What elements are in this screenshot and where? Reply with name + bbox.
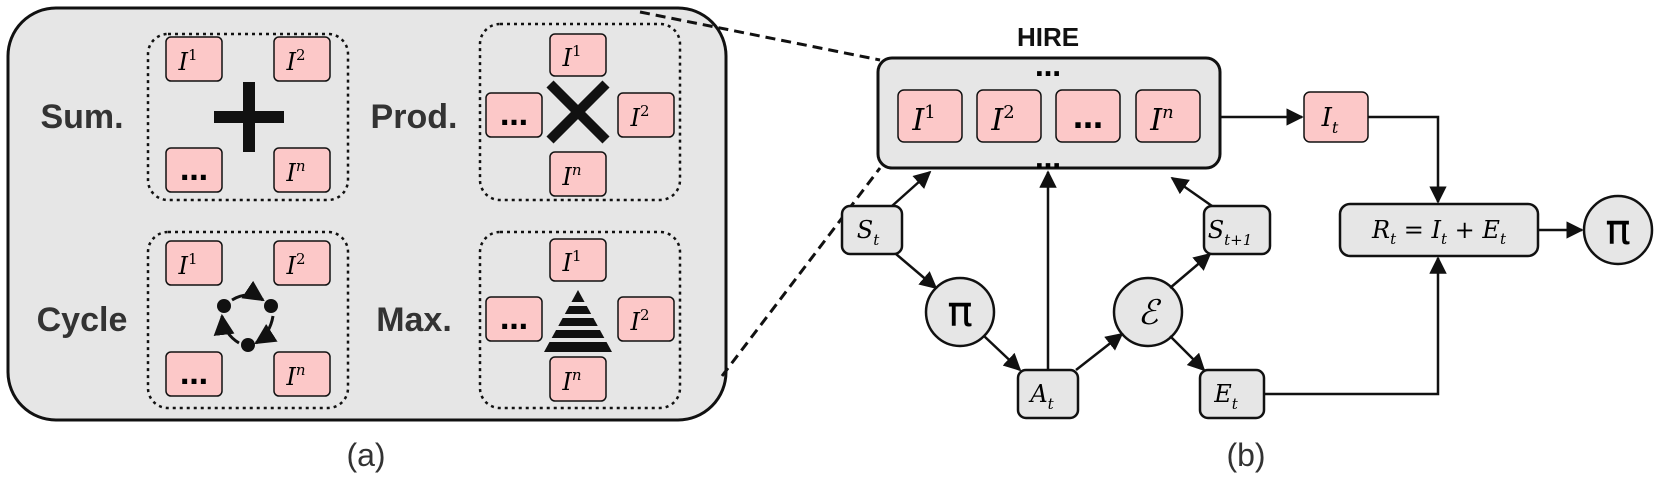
reward-box: I2 — [617, 296, 675, 342]
edges — [891, 108, 1584, 396]
hire-item-n: In — [1135, 89, 1201, 143]
reward-box: In — [549, 151, 607, 197]
group-frame-cycle — [146, 230, 350, 410]
edge-state-hire — [891, 170, 932, 207]
group-sum: Sum. I1 I2 … In — [40, 32, 350, 202]
edge-state-policy — [895, 253, 938, 290]
node-next-state: St+1 — [1202, 204, 1272, 256]
reward-box: I1 — [165, 36, 223, 82]
reward-box: I1 — [165, 240, 223, 286]
reward-box: I2 — [273, 36, 331, 82]
node-reward: Rt = It + Et — [1338, 202, 1540, 258]
svg-text:…: … — [180, 358, 208, 391]
svg-text:…: … — [180, 154, 208, 187]
node-policy: π — [924, 276, 996, 348]
group-frame-prod — [478, 22, 682, 202]
times-icon — [546, 80, 610, 144]
group-frame-sum — [146, 32, 350, 202]
reward-box: I2 — [273, 240, 331, 286]
reward-box: In — [549, 356, 607, 402]
edge-policy-action — [983, 335, 1022, 372]
caption-b: (b) — [1226, 437, 1265, 473]
caption-a: (a) — [346, 437, 385, 473]
hire-item-1: I1 — [897, 89, 963, 143]
svg-text:π: π — [1605, 205, 1630, 254]
node-extrinsic: Et — [1198, 368, 1266, 420]
cycle-icon — [213, 280, 278, 352]
reward-box: In — [273, 147, 331, 193]
pyramid-icon — [540, 290, 616, 352]
hire-title: HIRE — [1017, 22, 1079, 52]
group-label-prod: Prod. — [371, 98, 458, 136]
hire-item-2: I2 — [976, 89, 1042, 143]
group-cycle: Cycle I1 I2 … — [37, 230, 350, 410]
node-intrinsic: It — [1303, 91, 1369, 143]
edge-action-env — [1075, 332, 1124, 371]
plus-icon — [214, 82, 284, 152]
hire-dots-bottom: … — [1035, 145, 1061, 175]
group-label-cycle: Cycle — [37, 301, 128, 339]
group-prod: Prod. I1 … I2 In — [371, 22, 682, 202]
reward-box: … — [485, 296, 543, 342]
hire-module — [876, 56, 1222, 170]
group-frame-max — [478, 230, 682, 410]
node-policy-out: π — [1582, 194, 1654, 266]
node-action: At — [1016, 368, 1080, 420]
panel-a-frame — [6, 6, 728, 422]
reward-box: … — [485, 92, 543, 138]
reward-box: … — [165, 147, 223, 193]
node-env: ℰ — [1112, 276, 1184, 348]
reward-box: I2 — [617, 92, 675, 138]
reward-box: I1 — [549, 238, 607, 282]
panel-a: Sum. I1 I2 … In — [6, 6, 728, 473]
svg-text:Rt = It + Et: Rt = It + Et — [1371, 216, 1507, 248]
panel-b: HIRE … … I1 I2 … In St St+1 — [840, 22, 1654, 473]
hire-dots-top: … — [1035, 53, 1061, 83]
edge-env-extrinsic — [1169, 335, 1206, 372]
svg-text:In: In — [1149, 102, 1173, 138]
group-label-sum: Sum. — [40, 98, 123, 136]
group-max: Max. I1 … I2 In — [376, 230, 682, 410]
reward-box: … — [165, 351, 223, 397]
reward-box: I1 — [549, 33, 607, 77]
svg-text:…: … — [500, 99, 528, 132]
edge-extrinsic-reward — [1264, 256, 1447, 396]
zoom-connector — [639, 10, 882, 377]
node-state: St — [840, 204, 904, 256]
svg-text:…: … — [500, 303, 528, 336]
svg-text:ℰ: ℰ — [1138, 293, 1162, 333]
hire-item-ellipsis: … — [1055, 89, 1121, 143]
group-label-max: Max. — [376, 301, 452, 339]
reward-box: In — [273, 351, 331, 397]
svg-text:…: … — [1073, 101, 1103, 136]
edge-intrinsic-reward — [1368, 115, 1447, 204]
edge-next-state-hire — [1170, 176, 1213, 208]
svg-text:π: π — [947, 287, 972, 336]
edge-env-next-state — [1169, 252, 1212, 289]
